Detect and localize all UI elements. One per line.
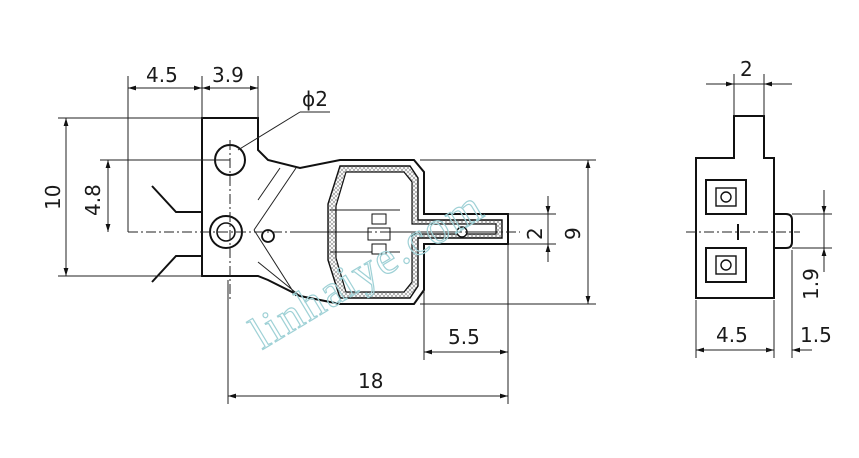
- dim-side-width: 4.5: [716, 323, 748, 347]
- side-screw-top: [720, 191, 732, 203]
- dim-side-tip: 1.5: [800, 323, 832, 347]
- dim-side-offset: 1.9: [799, 268, 823, 300]
- side-dimensions: [695, 74, 832, 358]
- lead-wire: [151, 185, 202, 283]
- contact-block: [367, 227, 391, 241]
- dim-side-top: 2: [740, 57, 753, 81]
- side-screw-bottom: [720, 259, 732, 271]
- dim-tip-length: 5.5: [448, 325, 480, 349]
- dim-overall-length: 18: [358, 369, 383, 393]
- pivot-dot: [261, 229, 275, 243]
- dim-actuator-width: 2: [523, 227, 547, 240]
- hinge: [253, 167, 301, 297]
- dim-height-total: 10: [41, 185, 65, 210]
- front-view: [128, 117, 520, 305]
- front-dimensions: [58, 76, 596, 404]
- dim-front-right: 3.9: [212, 63, 244, 87]
- dim-height-pivot: 4.8: [81, 184, 105, 216]
- side-actuator: [773, 213, 793, 249]
- dim-hole-diameter: ϕ2: [302, 87, 328, 111]
- contact-block: [371, 243, 387, 255]
- contact-block: [371, 213, 387, 225]
- dim-front-left: 4.5: [146, 63, 178, 87]
- side-view: [686, 115, 800, 299]
- dim-body-height: 9: [561, 227, 585, 240]
